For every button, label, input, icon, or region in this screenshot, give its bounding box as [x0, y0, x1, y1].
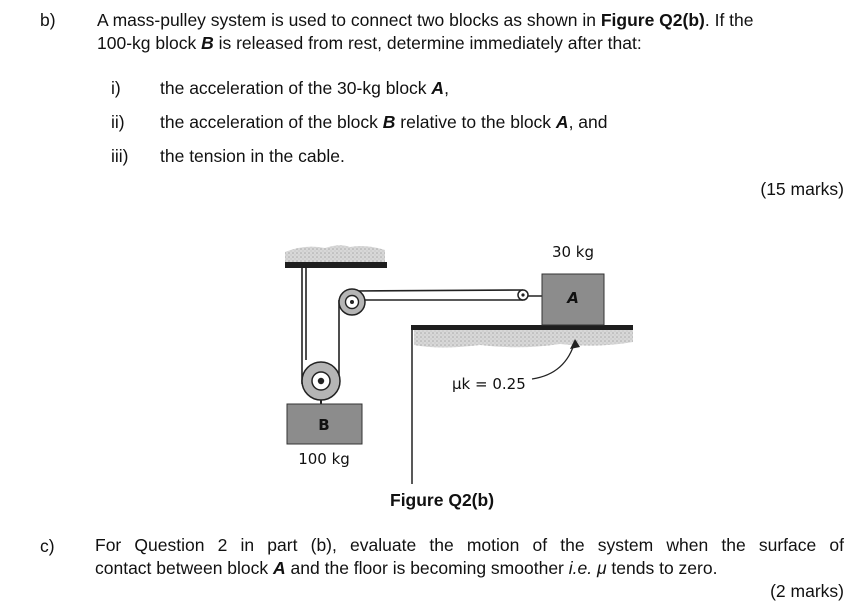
cable-top [351, 289, 524, 292]
mass-b-label: 100 kg [298, 450, 350, 468]
friction-coefficient-label: μk = 0.25 [452, 375, 526, 393]
upper-pulley [338, 288, 366, 316]
part-c-line-2: contact between block A and the floor is… [95, 558, 718, 578]
item-i-num: i) [111, 78, 121, 98]
block-a-pulley [517, 289, 529, 301]
part-b-line-1: A mass-pulley system is used to connect … [97, 10, 754, 30]
figure-ref: Figure Q2(b) [600, 10, 705, 30]
item-ii-text: the acceleration of the block B relative… [160, 112, 608, 132]
part-b-label: b) [40, 10, 56, 30]
item-i-text: the acceleration of the 30-kg block A, [160, 78, 449, 98]
item-ii-num: ii) [111, 112, 125, 132]
ceiling [285, 262, 387, 268]
friction-arrow [531, 340, 576, 380]
part-b-marks: (15 marks) [760, 179, 844, 199]
figure-caption: Figure Q2(b) [390, 490, 495, 510]
ceiling-hatch [285, 245, 385, 262]
item-iii-num: iii) [111, 146, 129, 166]
part-c-line-1: For Question 2 in part (b), evaluate the… [95, 535, 844, 555]
floor-surface [411, 325, 633, 330]
block-b-label: B [318, 416, 329, 434]
block-a-label: A [566, 289, 579, 307]
part-c-marks: (2 marks) [770, 581, 844, 601]
block-a [541, 273, 605, 326]
item-iii-text: the tension in the cable. [160, 146, 345, 166]
mass-a-label: 30 kg [552, 243, 594, 261]
lower-pulley [301, 361, 341, 401]
floor-hatch [414, 330, 633, 348]
part-c-label: c) [40, 536, 55, 556]
friction-arrow-head [570, 339, 580, 349]
block-b [286, 403, 363, 445]
part-b-line-2: 100-kg block B is released from rest, de… [97, 33, 642, 53]
